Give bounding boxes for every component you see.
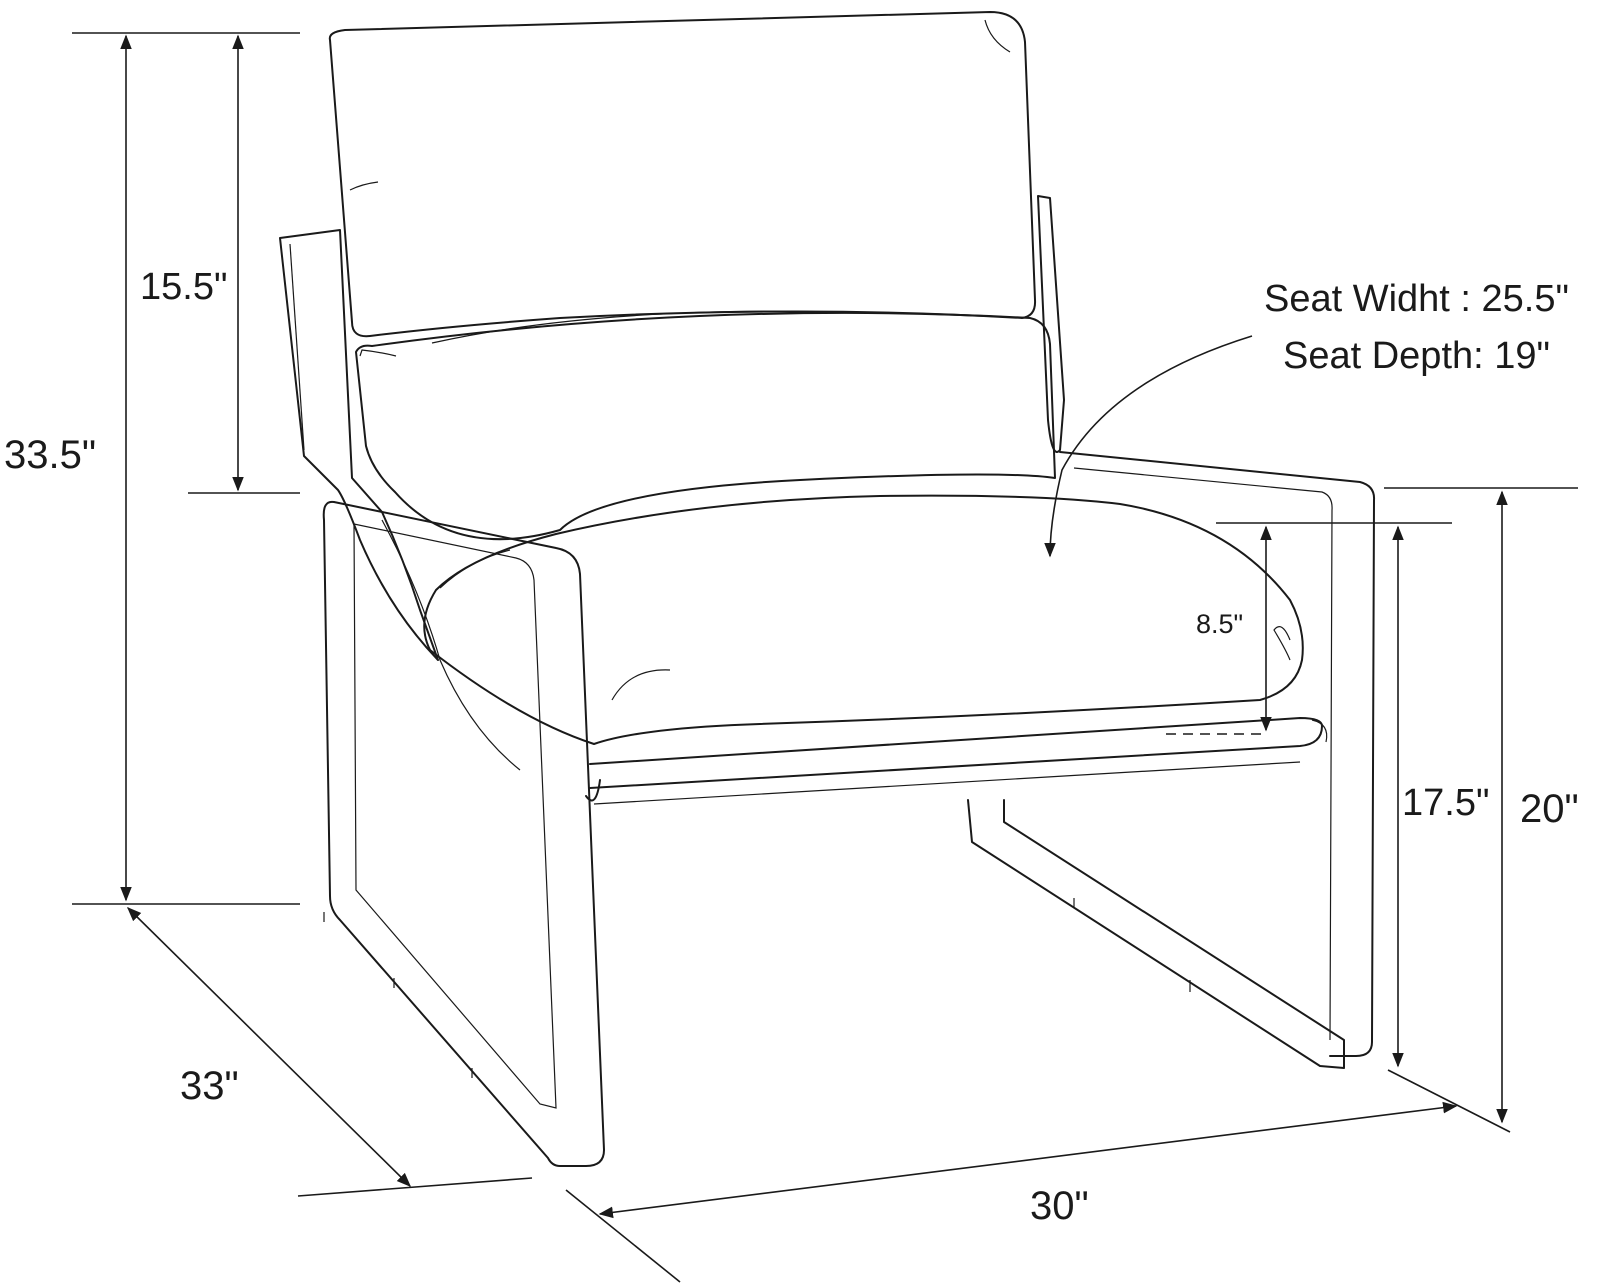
width-line (598, 1101, 1458, 1219)
back-height-label: 15.5" (140, 266, 227, 308)
left-back-frame (279, 229, 439, 661)
back-pillow (355, 311, 1056, 541)
seat-height-label: 17.5" (1402, 782, 1489, 824)
backrest-cushion (328, 11, 1037, 338)
depth-label: 33" (180, 1064, 239, 1108)
width-label: 30" (1030, 1184, 1089, 1228)
seat-width-label: Seat Widht : 25.5" (1264, 278, 1569, 320)
front-rail (589, 717, 1323, 789)
right-back-frame (1037, 195, 1065, 453)
cushion-thickness-label: 8.5" (1196, 609, 1243, 639)
depth-line (126, 906, 412, 1188)
left-arm (322, 500, 605, 1167)
dimension-lines (72, 32, 1578, 1283)
chair-drawing (279, 11, 1376, 1167)
callout-arrow (1044, 335, 1253, 558)
overall-height-label: 33.5" (4, 433, 96, 477)
right-sled (967, 799, 1345, 1069)
right-arm (1059, 451, 1376, 1057)
seat-cushion (423, 494, 1304, 745)
arm-height-label: 20" (1520, 787, 1579, 831)
seat-depth-label: Seat Depth: 19" (1283, 335, 1550, 377)
